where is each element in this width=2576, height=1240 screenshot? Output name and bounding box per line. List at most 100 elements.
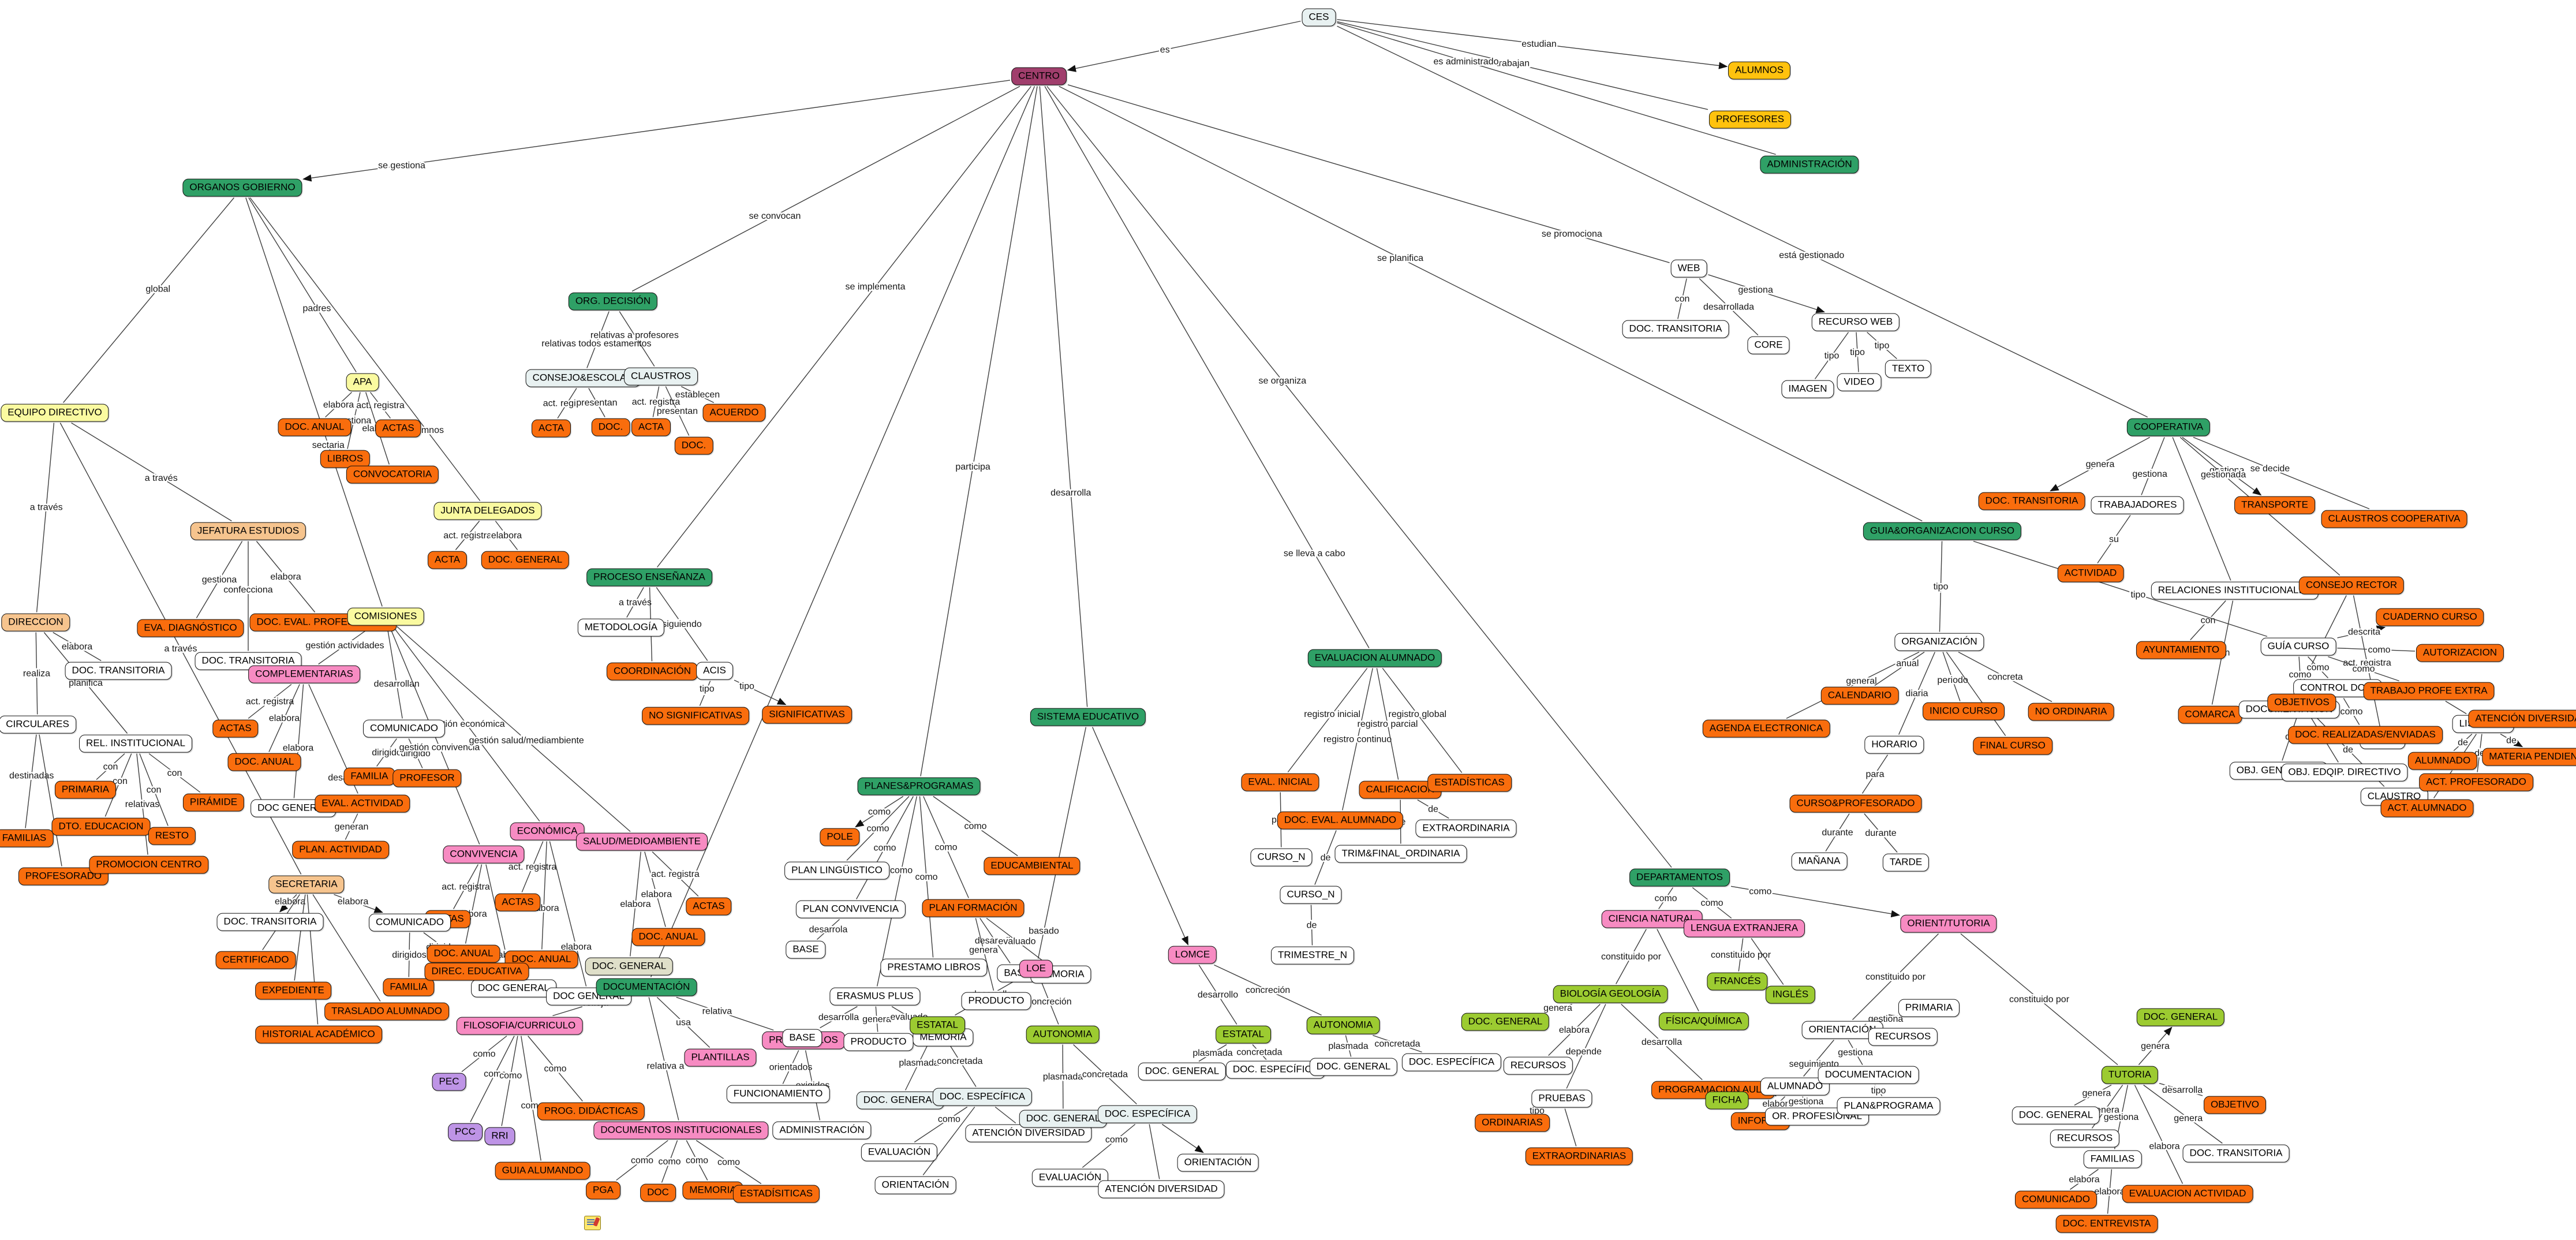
edge-label-estatal2-e2_docgen[interactable]: plasmada	[1191, 1047, 1234, 1060]
edge-label-departamentos-ciencia[interactable]: como	[1653, 892, 1678, 905]
edge-label-comunicado1-familia1[interactable]: dirigido	[371, 746, 403, 759]
node-tut_familias[interactable]: FAMILIAS	[2083, 1150, 2142, 1168]
edge-label-planes-plan_ling[interactable]: como	[865, 823, 891, 835]
edge-label-curso_prof-manana[interactable]: durante	[1820, 827, 1855, 839]
edge-label-secretaria-sec_comunicado[interactable]: elabora	[336, 895, 369, 908]
node-filosofia[interactable]: FILOSOFIA/CURRICULO	[456, 1017, 583, 1035]
edge-label-evaluacion-doc_eval_alumnado[interactable]: registro continuo	[1322, 733, 1393, 746]
edge-label-planes-erasmus[interactable]: como	[889, 864, 914, 877]
edge-label-ces-centro[interactable]: es	[1158, 44, 1171, 57]
edge-label-equipo-secretaria[interactable]: a través	[163, 643, 199, 655]
node-cooperativa[interactable]: COOPERATIVA	[2126, 418, 2211, 436]
node-primaria1[interactable]: PRIMARIA	[54, 780, 117, 799]
node-organizacion[interactable]: ORGANIZACIÓN	[1894, 633, 1984, 651]
node-promocion[interactable]: PROMOCION CENTRO	[89, 856, 209, 874]
edge-label-recurso_web-texto[interactable]: tipo	[1873, 339, 1891, 352]
edge-label-erasmus-base2[interactable]: desarrolla	[817, 1011, 860, 1024]
edge-label-orgdecision-consejo[interactable]: relativas todos estamentos	[540, 338, 653, 350]
node-e1_eval[interactable]: EVALUACIÓN	[861, 1143, 938, 1161]
edge-label-apa-apa_doc_anual[interactable]: elabora	[321, 399, 355, 412]
edge-label-complementarias-comp_docgen[interactable]: elabora	[281, 742, 315, 755]
edge-label-autonomia2-a2_docgen[interactable]: plasmada	[1327, 1040, 1370, 1053]
node-base1[interactable]: BASE	[786, 940, 826, 959]
node-extraordinaria[interactable]: EXTRAORDINARIA	[1415, 819, 1517, 838]
edge-label-lomce-estatal2[interactable]: desarrollo	[1196, 989, 1239, 1002]
edge-label-comisiones-economica[interactable]: gestión económica	[427, 718, 507, 731]
node-familias1[interactable]: FAMILIAS	[0, 829, 54, 847]
node-objetivo[interactable]: OBJETIVO	[2203, 1096, 2267, 1114]
edge-label-tutoria-tut_docgen_w[interactable]: genera	[2081, 1087, 2113, 1100]
node-alumnos[interactable]: ALUMNOS	[1728, 61, 1791, 80]
node-rri[interactable]: RRI	[484, 1127, 515, 1145]
edge-label-sistema-loe[interactable]: basado	[1027, 925, 1061, 938]
node-sec_doc_trans[interactable]: DOC. TRANSITORIA	[216, 913, 324, 931]
node-e2_docesp[interactable]: DOC. ESPECÍFICA	[1225, 1060, 1326, 1079]
node-recursos2[interactable]: RECURSOS	[1868, 1028, 1938, 1046]
node-orgdecision[interactable]: ORG. DECISIÓN	[568, 292, 658, 311]
edge-label-guia_curso-autorizacion[interactable]: como	[2366, 644, 2392, 656]
node-tut_doc_trans[interactable]: DOC. TRANSITORIA	[2182, 1144, 2290, 1163]
node-dto_educacion[interactable]: DTO. EDUCACION	[51, 817, 151, 836]
edge-label-tut_familias-tut_comunicado[interactable]: elabora	[2067, 1174, 2101, 1186]
node-conv_doc_anual[interactable]: DOC. ANUAL	[427, 944, 500, 963]
node-traslado[interactable]: TRASLADO ALUMNADO	[324, 1002, 449, 1021]
edge-label-tutoria-tut_doc_trans[interactable]: genera	[2173, 1112, 2204, 1125]
node-tutoria[interactable]: TUTORIA	[2101, 1066, 2159, 1084]
node-primaria2[interactable]: PRIMARIA	[1898, 999, 1960, 1017]
node-prestamo[interactable]: PRESTAMO LIBROS	[880, 958, 988, 977]
edge-label-guia_curso-cuaderno[interactable]: descrita	[2346, 626, 2381, 638]
edge-label-planes-plan_conv[interactable]: como	[872, 842, 898, 854]
edge-label-secretaria-sec_doc_trans[interactable]: elabora	[273, 895, 306, 908]
edge-label-horario-curso_prof[interactable]: para	[1864, 768, 1886, 781]
node-trimestre_n[interactable]: TRIMESTRE_N	[1271, 946, 1354, 965]
edge-label-plan_form-base3[interactable]: desarrolla	[973, 935, 1016, 947]
node-e1_orient[interactable]: ORIENTACIÓN	[874, 1176, 956, 1194]
node-transporte[interactable]: TRANSPORTE	[2234, 496, 2315, 514]
edge-label-organizacion-horario[interactable]: diaria	[1904, 688, 1930, 700]
node-convivencia[interactable]: CONVIVENCIA	[443, 845, 525, 864]
node-pruebas[interactable]: PRUEBAS	[1531, 1089, 1592, 1108]
node-a2_docesp[interactable]: DOC. ESPECÍFICA	[1401, 1053, 1502, 1071]
edge-label-guia_org-guia_curso[interactable]: tipo	[2129, 589, 2147, 602]
edge-label-trabajadores-actividad[interactable]: su	[2108, 533, 2121, 546]
edge-label-tutoria-eval_act2[interactable]: elabora	[2148, 1140, 2181, 1153]
node-tut_comunicado[interactable]: COMUNICADO	[2014, 1190, 2098, 1209]
node-video[interactable]: VIDEO	[1837, 373, 1882, 391]
edge-label-ces-cooperativa[interactable]: está gestionado	[1778, 249, 1846, 262]
edge-label-organos-apa[interactable]: padres	[301, 302, 332, 315]
node-apa_libros[interactable]: LIBROS	[320, 450, 371, 468]
node-materia_pend[interactable]: MATERIA PENDIENTE	[2482, 748, 2576, 766]
edge-label-docs_inst-memoria_inst[interactable]: como	[684, 1155, 709, 1167]
node-comarca[interactable]: COMARCA	[2178, 705, 2242, 724]
node-a2_docgen[interactable]: DOC. GENERAL	[1309, 1058, 1398, 1076]
edge-label-consejo-consejo_acta[interactable]: act. registra	[541, 397, 593, 410]
edge-label-tutoria-tut_docgen_g[interactable]: genera	[2140, 1040, 2171, 1053]
edge-label-jefatura-eva_diag[interactable]: gestiona	[200, 574, 238, 587]
node-alumnado2[interactable]: ALUMNADO	[2407, 752, 2478, 770]
node-dir_doc_trans[interactable]: DOC. TRANSITORIA	[65, 662, 172, 680]
node-documentacion2[interactable]: DOCUMENTACION	[1818, 1066, 1919, 1084]
node-rel_inst[interactable]: REL. INSTITUCIONAL	[79, 734, 192, 753]
edge-label-docs_inst-doc_inst_doc[interactable]: como	[657, 1156, 682, 1168]
node-recurso_web[interactable]: RECURSO WEB	[1811, 313, 1900, 331]
node-salud[interactable]: SALUD/MEDIOAMBIENTE	[575, 832, 708, 851]
node-e1_docgen[interactable]: DOC. GENERAL	[856, 1091, 945, 1110]
edge-label-biologia-prog_aula[interactable]: desarrolla	[1640, 1036, 1683, 1049]
node-orient_tutoria[interactable]: ORIENT/TUTORIA	[1900, 914, 1997, 933]
node-pole[interactable]: POLE	[820, 828, 860, 846]
edge-label-salud-salud_actas[interactable]: act. registra	[650, 868, 701, 881]
node-junta_docgen[interactable]: DOC. GENERAL	[481, 551, 570, 569]
edge-label-orient_tutoria-orientacion2[interactable]: constituido por	[1864, 971, 1927, 984]
node-no_signif[interactable]: NO SIGNIFICATIVAS	[642, 707, 749, 725]
edge-label-filosofia-prog_didacticas[interactable]: como	[543, 1063, 568, 1075]
node-trabajo_profe[interactable]: TRABAJO PROFE EXTRA	[2363, 682, 2495, 700]
node-pga[interactable]: PGA	[586, 1181, 620, 1200]
node-profesores[interactable]: PROFESORES	[1708, 110, 1792, 129]
node-claustros_acta[interactable]: ACTA	[631, 418, 671, 436]
edge-label-a1_docesp-a1_eval[interactable]: como	[1104, 1134, 1129, 1146]
edge-label-web-web_doc_trans[interactable]: con	[1673, 293, 1691, 305]
node-tarde[interactable]: TARDE	[1882, 853, 1930, 872]
edge-label-autonomia2-a2_docesp[interactable]: concretada	[1373, 1038, 1422, 1051]
edge-label-lengua-frances[interactable]: constituido por	[1709, 949, 1773, 962]
edge-label-rel_inst-primaria1[interactable]: con	[102, 761, 119, 774]
